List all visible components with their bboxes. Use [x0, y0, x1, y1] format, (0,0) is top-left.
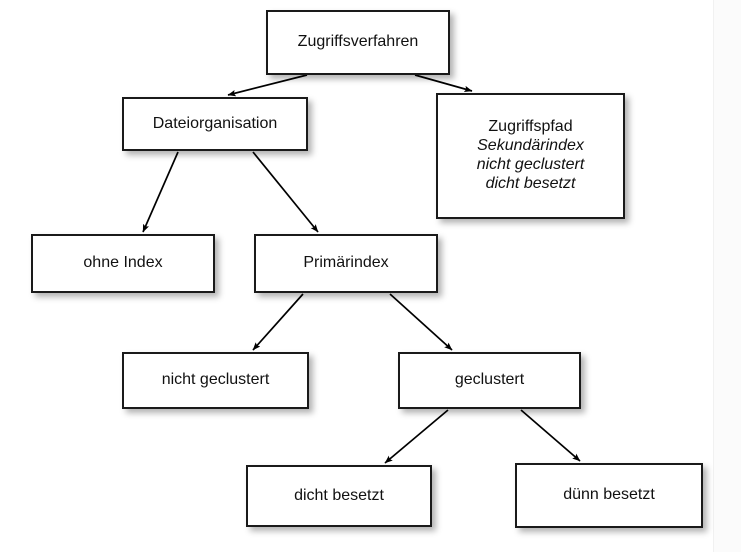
- node-label: dicht besetzt: [294, 486, 384, 504]
- node-label: Sekundärindex: [477, 137, 584, 155]
- edge-dateiorganisation-to-ohne-index: [142, 151, 179, 233]
- edge-dateiorganisation-to-primaerindex: [252, 151, 319, 233]
- page-gutter: [713, 0, 741, 552]
- node-nicht-geclustert[interactable]: nicht geclustert: [122, 352, 309, 409]
- node-primaerindex[interactable]: Primärindex: [254, 234, 438, 293]
- node-label: Zugriffspfad: [488, 118, 573, 136]
- node-label: ohne Index: [83, 254, 163, 272]
- node-duenn-besetzt[interactable]: dünn besetzt: [515, 463, 703, 528]
- node-label: dicht besetzt: [485, 174, 576, 192]
- edge-geclustert-to-dicht-besetzt: [384, 409, 449, 464]
- node-label: Dateiorganisation: [152, 114, 278, 132]
- node-label: Primärindex: [303, 254, 389, 272]
- node-label: nicht geclustert: [161, 371, 270, 389]
- node-label: nicht geclustert: [476, 156, 585, 173]
- edge-primaerindex-to-geclustert: [389, 293, 453, 351]
- node-dateiorganisation[interactable]: Dateiorganisation: [122, 97, 308, 151]
- node-geclustert[interactable]: geclustert: [398, 352, 581, 409]
- node-label: dünn besetzt: [563, 486, 655, 504]
- node-zugriffsverfahren[interactable]: Zugriffsverfahren: [266, 10, 450, 75]
- node-label: Zugriffsverfahren: [297, 33, 419, 51]
- edge-zugriffsverfahren-to-dateiorganisation: [227, 74, 308, 97]
- node-label: geclustert: [454, 371, 525, 389]
- node-dicht-besetzt[interactable]: dicht besetzt: [246, 465, 432, 527]
- edge-primaerindex-to-nicht-geclustert: [252, 293, 304, 351]
- node-ohne-index[interactable]: ohne Index: [31, 234, 215, 293]
- edge-geclustert-to-duenn-besetzt: [520, 409, 581, 462]
- edge-zugriffsverfahren-to-zugriffspfad: [414, 74, 473, 93]
